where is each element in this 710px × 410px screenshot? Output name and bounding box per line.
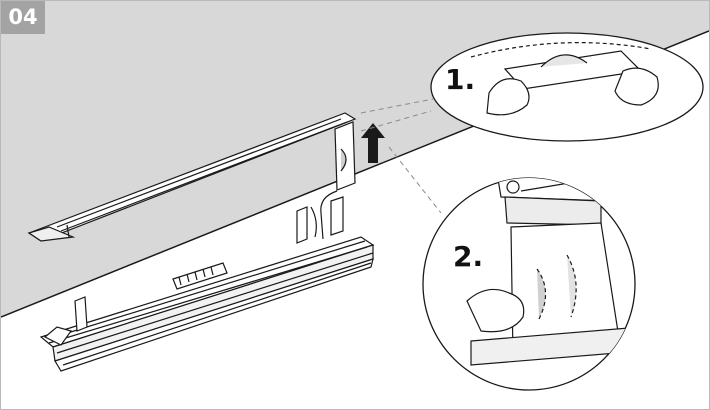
hand-icon: [466, 288, 525, 333]
luminaire-body: [39, 196, 375, 372]
sensor-module: [320, 121, 356, 240]
up-arrow-icon: [361, 123, 385, 163]
callout-label-1: 1.: [445, 63, 475, 96]
hand-icon: [614, 67, 659, 106]
callout-leader-lines: [360, 98, 442, 214]
callout-label-2: 2.: [453, 240, 483, 273]
mounting-rail: [27, 112, 357, 242]
sensor-dome-icon: [540, 54, 588, 68]
step-number-badge: 04: [1, 1, 45, 34]
callout-detail-2: 2.: [422, 177, 636, 391]
hand-icon: [486, 78, 530, 116]
callout-detail-1: 1.: [430, 32, 704, 142]
